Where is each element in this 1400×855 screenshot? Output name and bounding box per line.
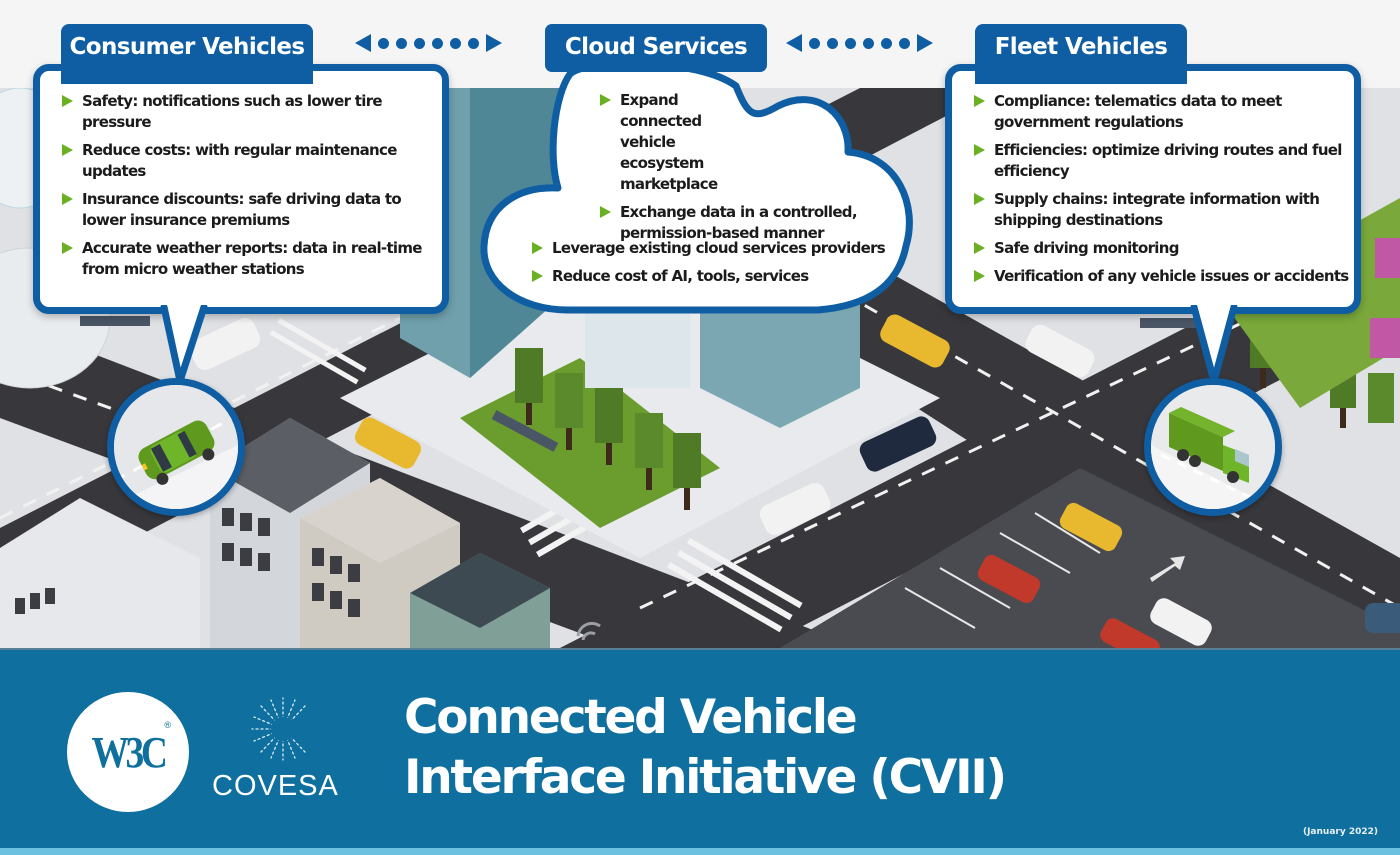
registered-mark: ® bbox=[164, 720, 171, 730]
fleet-vehicles-callout: Compliance: telematics data to meet gove… bbox=[945, 64, 1361, 314]
windows bbox=[15, 508, 360, 617]
dot-icon bbox=[468, 37, 479, 49]
building-roof bbox=[210, 418, 370, 513]
cloud-bullet-list-bottom: Leverage existing cloud services provide… bbox=[530, 238, 900, 294]
dot-icon bbox=[450, 37, 461, 49]
wifi-icon bbox=[576, 621, 601, 641]
trees bbox=[515, 318, 1394, 510]
footer-accent-strip bbox=[0, 848, 1400, 855]
consumer-vehicles-callout: Safety: notifications such as lower tire… bbox=[33, 64, 449, 314]
list-item: Expand connected vehicle ecosystem marke… bbox=[598, 90, 738, 195]
list-item: Safety: notifications such as lower tire… bbox=[60, 91, 440, 133]
title-line-1: Connected Vehicle bbox=[404, 690, 858, 745]
crosswalk bbox=[269, 318, 803, 633]
arrow-left-icon bbox=[355, 34, 371, 52]
tab-fleet-vehicles: Fleet Vehicles bbox=[975, 24, 1187, 84]
bus-stop-solar-roof bbox=[80, 316, 150, 326]
list-item: Reduce cost of AI, tools, services bbox=[530, 266, 900, 287]
fleet-vehicle-zoom bbox=[1144, 378, 1282, 516]
bidirectional-arrow-icon bbox=[786, 34, 933, 52]
list-item: Exchange data in a controlled, permissio… bbox=[598, 202, 858, 244]
bullet-triangle-icon bbox=[62, 144, 73, 156]
pink-building bbox=[1370, 318, 1400, 358]
title-line-2: Interface Initiative (CVII) bbox=[404, 750, 1007, 805]
green-car-icon bbox=[114, 385, 238, 509]
bullet-triangle-icon bbox=[62, 95, 73, 107]
bus-stop-solar-roof bbox=[491, 410, 559, 452]
dot-icon bbox=[809, 37, 820, 49]
w3c-logo: W3C ® bbox=[67, 692, 189, 812]
list-item: Verification of any vehicle issues or ac… bbox=[972, 266, 1352, 287]
bullet-triangle-icon bbox=[62, 242, 73, 254]
covesa-logo: COVESA bbox=[212, 770, 339, 802]
dot-icon bbox=[899, 37, 910, 49]
dot-icon bbox=[881, 37, 892, 49]
cloud-bullet-list-top: Expand connected vehicle ecosystem marke… bbox=[598, 90, 858, 251]
green-truck-icon bbox=[1151, 385, 1275, 509]
footer-banner bbox=[0, 648, 1400, 848]
consumer-vehicle-zoom bbox=[107, 378, 245, 516]
dot-icon bbox=[414, 37, 425, 49]
list-item: Supply chains: integrate information wit… bbox=[972, 189, 1352, 231]
bus-stop-solar-roof bbox=[1140, 318, 1210, 328]
bullet-triangle-icon bbox=[974, 95, 985, 107]
list-item: Safe driving monitoring bbox=[972, 238, 1352, 259]
fleet-bullet-list: Compliance: telematics data to meet gove… bbox=[972, 91, 1352, 294]
list-item: Efficiencies: optimize driving routes an… bbox=[972, 140, 1352, 182]
parking-lines bbox=[904, 512, 1101, 629]
list-item: Reduce costs: with regular maintenance u… bbox=[60, 140, 440, 182]
arrow-right-icon bbox=[917, 34, 933, 52]
consumer-bullet-list: Safety: notifications such as lower tire… bbox=[60, 91, 440, 287]
bullet-triangle-icon bbox=[532, 242, 543, 254]
callout-pointer bbox=[1190, 305, 1238, 385]
bullet-triangle-icon bbox=[974, 193, 985, 205]
list-item: Compliance: telematics data to meet gove… bbox=[972, 91, 1352, 133]
bullet-triangle-icon bbox=[974, 270, 985, 282]
parking-arrow bbox=[1150, 556, 1185, 582]
dot-icon bbox=[396, 37, 407, 49]
dot-icon bbox=[378, 37, 389, 49]
callout-pointer bbox=[160, 305, 208, 385]
building bbox=[0, 498, 200, 648]
bullet-triangle-icon bbox=[600, 206, 611, 218]
tab-consumer-vehicles: Consumer Vehicles bbox=[61, 24, 313, 84]
dot-icon bbox=[432, 37, 443, 49]
tab-cloud-services: Cloud Services bbox=[545, 24, 767, 72]
bullet-triangle-icon bbox=[600, 94, 611, 106]
parking-lot bbox=[780, 468, 1400, 648]
building-roof bbox=[410, 553, 550, 628]
arrow-left-icon bbox=[786, 34, 802, 52]
dot-icon bbox=[827, 37, 838, 49]
w3c-logo-text: W3C bbox=[91, 728, 168, 777]
building-roof bbox=[300, 478, 460, 563]
dot-icon bbox=[845, 37, 856, 49]
bullet-triangle-icon bbox=[974, 144, 985, 156]
list-item: Leverage existing cloud services provide… bbox=[530, 238, 900, 259]
cars bbox=[189, 314, 1400, 648]
bullet-triangle-icon bbox=[974, 242, 985, 254]
arrow-right-icon bbox=[486, 34, 502, 52]
covesa-starburst-icon bbox=[251, 697, 313, 761]
dot-icon bbox=[863, 37, 874, 49]
list-item: Insurance discounts: safe driving data t… bbox=[60, 189, 440, 231]
pink-building bbox=[1375, 238, 1400, 278]
cloud-shape bbox=[480, 59, 913, 314]
page-title: Connected Vehicle Interface Initiative (… bbox=[404, 688, 1007, 808]
bullet-triangle-icon bbox=[62, 193, 73, 205]
publication-date: (January 2022) bbox=[1302, 827, 1378, 837]
list-item: Accurate weather reports: data in real-t… bbox=[60, 238, 440, 280]
bullet-triangle-icon bbox=[532, 270, 543, 282]
bidirectional-arrow-icon bbox=[355, 34, 502, 52]
